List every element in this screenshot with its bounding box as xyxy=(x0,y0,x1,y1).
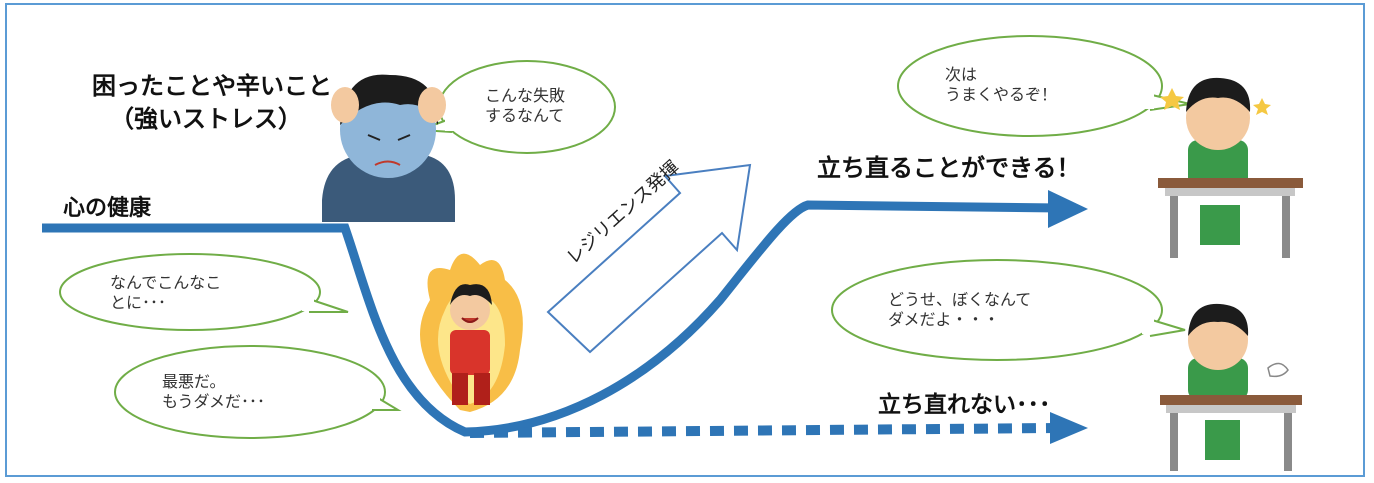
bubble-why-text: なんでこんなこ とに･･･ xyxy=(110,273,222,312)
bubble-next-time-text: 次は うまくやるぞ！ xyxy=(945,65,1058,104)
bubble-worst-text: 最悪だ。 もうダメだ･･･ xyxy=(162,372,266,411)
bubble-failure-text: こんな失敗 するなんて xyxy=(485,86,566,125)
bubble-give-up xyxy=(831,259,1186,361)
sad-boy-at-desk-illustration xyxy=(1160,303,1302,471)
not-recover-dashed-line xyxy=(469,423,1056,438)
mental-health-curve xyxy=(42,200,1061,437)
diagram-frame xyxy=(5,3,1365,477)
bubble-give-up-text: どうせ、ぼくなんて ダメだよ・・・ xyxy=(888,290,1032,329)
not-recover-label: 立ち直れない･･･ xyxy=(878,392,1051,418)
not-recover-arrowhead xyxy=(1050,412,1088,444)
recover-label: 立ち直ることができる！ xyxy=(817,154,1081,182)
recover-arrowhead xyxy=(1048,190,1088,228)
angry-boy-illustration xyxy=(420,253,523,412)
trouble-label-line2: （強いストレス） xyxy=(110,105,302,133)
bubble-why xyxy=(59,253,349,331)
resilience-arrow xyxy=(546,163,752,354)
bubble-worst xyxy=(114,345,402,439)
stressed-boy-illustration xyxy=(322,74,455,222)
mental-health-label: 心の健康 xyxy=(63,196,152,221)
determined-boy-at-desk-illustration xyxy=(1158,77,1303,258)
trouble-label-line1: 困ったことや辛いこと xyxy=(92,72,332,100)
